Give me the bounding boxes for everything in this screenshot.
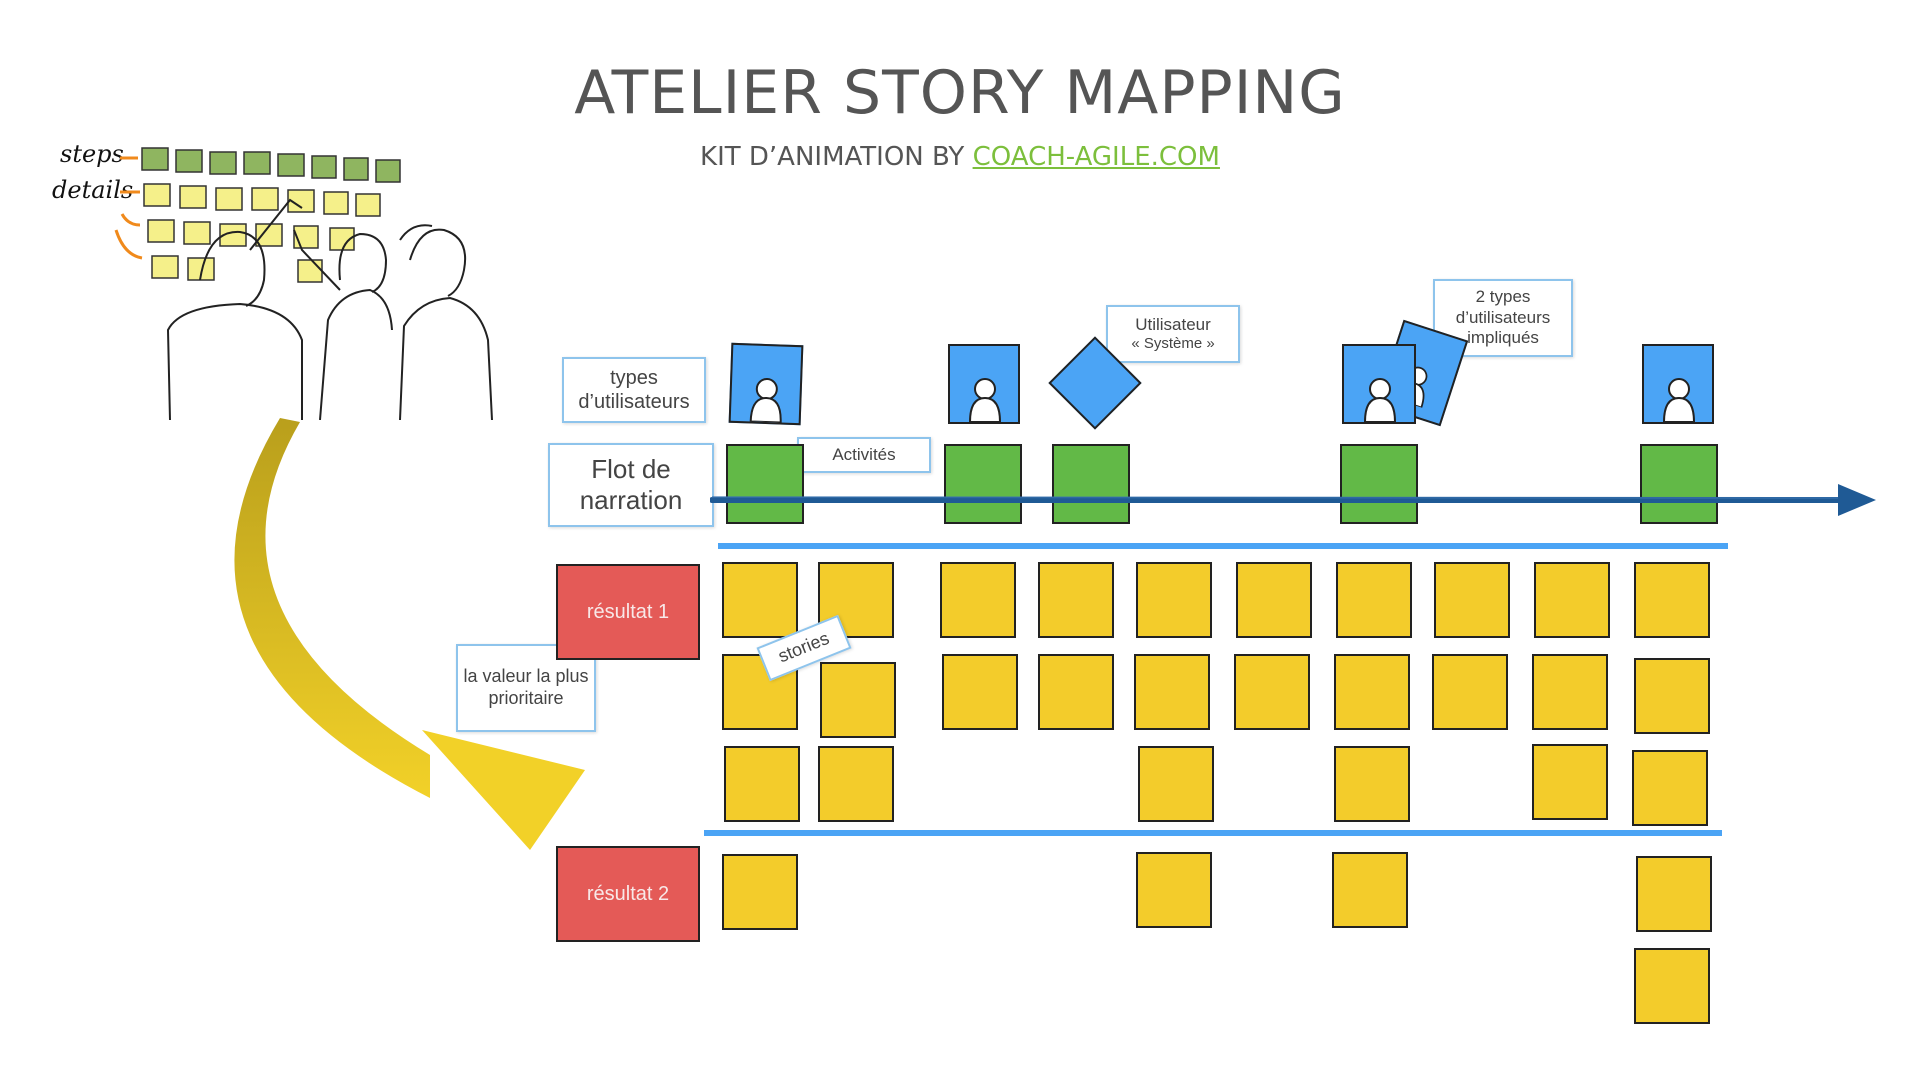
user-icon bbox=[968, 378, 1002, 422]
workshop-sketch: steps details bbox=[52, 140, 493, 420]
story-card bbox=[1532, 654, 1608, 730]
activity-card-2 bbox=[944, 444, 1022, 524]
utilisateur-line1: Utilisateur bbox=[1135, 314, 1211, 334]
story-card bbox=[722, 562, 798, 638]
activity-card-3 bbox=[1052, 444, 1130, 524]
story-card bbox=[1236, 562, 1312, 638]
sketch-arrows bbox=[114, 156, 143, 260]
story-card bbox=[942, 654, 1018, 730]
story-card bbox=[1634, 948, 1710, 1024]
story-card bbox=[1634, 658, 1710, 734]
story-card bbox=[1432, 654, 1508, 730]
release-separator bbox=[704, 830, 1722, 836]
story-card bbox=[1636, 856, 1712, 932]
label-utilisateur-systeme: Utilisateur « Système » bbox=[1106, 305, 1240, 363]
user-card-2 bbox=[948, 344, 1020, 424]
utilisateur-line2: « Système » bbox=[1131, 335, 1215, 353]
release-1-label: résultat 1 bbox=[556, 564, 700, 660]
user-card-4 bbox=[1642, 344, 1714, 424]
story-card bbox=[1038, 654, 1114, 730]
release-2-label: résultat 2 bbox=[556, 846, 700, 942]
slide-subtitle: KIT D’ANIMATION BY COACH-AGILE.COM bbox=[0, 142, 1920, 172]
curved-arrow bbox=[234, 418, 585, 850]
user-icon bbox=[1662, 378, 1696, 422]
user-icon bbox=[749, 378, 782, 423]
user-card-1 bbox=[728, 342, 804, 426]
story-card bbox=[1136, 852, 1212, 928]
story-card bbox=[724, 746, 800, 822]
story-card bbox=[1332, 852, 1408, 928]
story-card bbox=[1632, 750, 1708, 826]
story-card bbox=[1336, 562, 1412, 638]
story-card bbox=[1532, 744, 1608, 820]
story-card bbox=[1138, 746, 1214, 822]
label-flot-narration: Flot de narration bbox=[548, 443, 714, 527]
story-card bbox=[1134, 654, 1210, 730]
activity-card-4 bbox=[1340, 444, 1418, 524]
coach-agile-link[interactable]: COACH-AGILE.COM bbox=[972, 142, 1220, 172]
activity-card-1 bbox=[726, 444, 804, 524]
activity-card-5 bbox=[1640, 444, 1718, 524]
story-card bbox=[1534, 562, 1610, 638]
label-types-utilisateurs: types d’utilisateurs bbox=[562, 357, 706, 423]
slide-title: ATELIER STORY MAPPING bbox=[574, 58, 1346, 128]
backbone-separator bbox=[718, 543, 1728, 549]
story-card bbox=[818, 746, 894, 822]
sketch-people bbox=[166, 198, 493, 420]
subtitle-prefix: KIT D’ANIMATION BY bbox=[700, 142, 973, 172]
story-card bbox=[1434, 562, 1510, 638]
story-card bbox=[1136, 562, 1212, 638]
label-deux-types: 2 types d’utilisateurs impliqués bbox=[1433, 279, 1573, 357]
story-card bbox=[940, 562, 1016, 638]
sketch-label-details: details bbox=[52, 176, 133, 204]
sketch-green-notes bbox=[141, 147, 401, 183]
user-icon bbox=[1363, 378, 1397, 422]
story-card bbox=[722, 854, 798, 930]
label-activites: Activités bbox=[797, 437, 931, 473]
sketch-label-steps: steps bbox=[60, 140, 124, 168]
story-card bbox=[1334, 654, 1410, 730]
story-card bbox=[1038, 562, 1114, 638]
narrative-flow-arrow bbox=[710, 484, 1876, 516]
story-card bbox=[820, 662, 896, 738]
story-card bbox=[1634, 562, 1710, 638]
story-card bbox=[818, 562, 894, 638]
story-card bbox=[1334, 746, 1410, 822]
story-card bbox=[1234, 654, 1310, 730]
user-card-3 bbox=[1342, 344, 1416, 424]
sketch-yellow-notes bbox=[143, 183, 381, 283]
